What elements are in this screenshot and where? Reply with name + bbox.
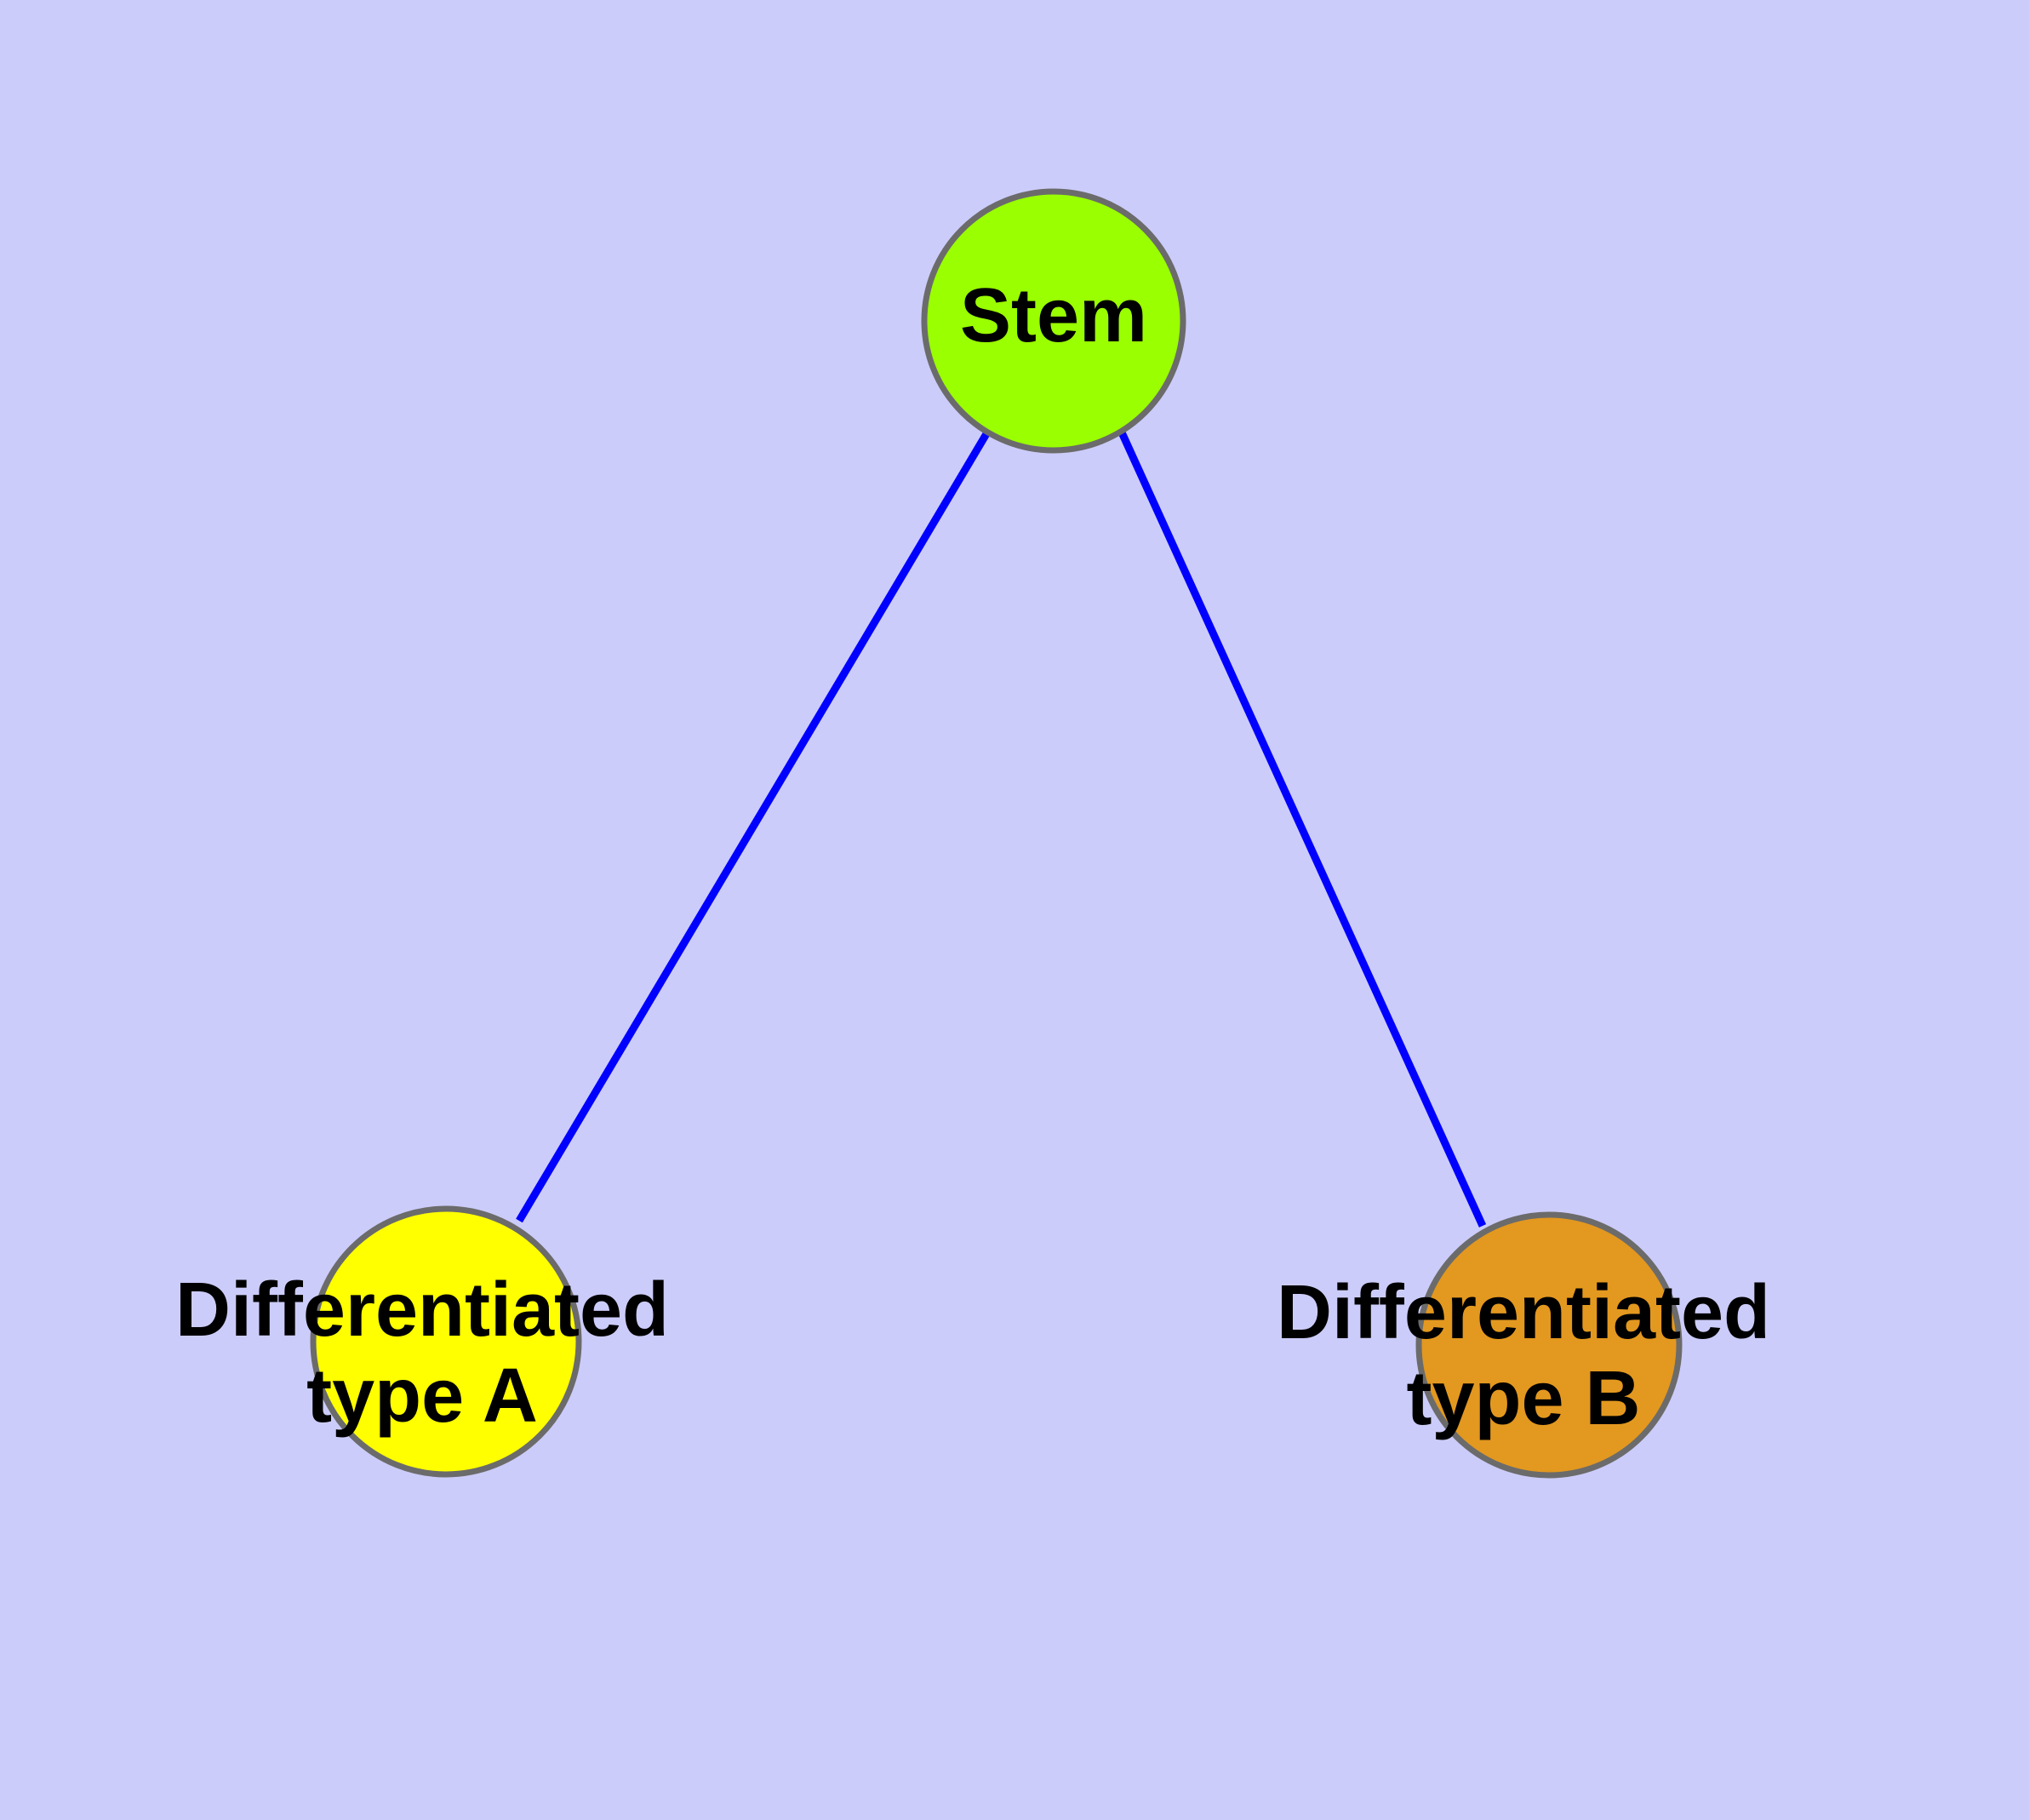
node-label-line: Differentiated <box>175 1268 669 1353</box>
edge-layer <box>516 430 1487 1228</box>
node-stem[interactable] <box>921 188 1186 454</box>
node-layer <box>310 188 1683 1479</box>
edge-stem-to-differentiated-type-b <box>1117 431 1487 1228</box>
node-label-line: type B <box>1406 1356 1640 1441</box>
node-differentiated-type-a[interactable] <box>310 1205 582 1478</box>
node-label-line: Stem <box>960 273 1147 358</box>
node-label-line: type A <box>306 1354 538 1439</box>
node-label-stem: Stem <box>960 273 1147 358</box>
node-label-line: Differentiated <box>1277 1270 1770 1355</box>
edge-stem-to-differentiated-type-a <box>516 430 991 1223</box>
node-differentiated-type-b[interactable] <box>1415 1211 1683 1479</box>
